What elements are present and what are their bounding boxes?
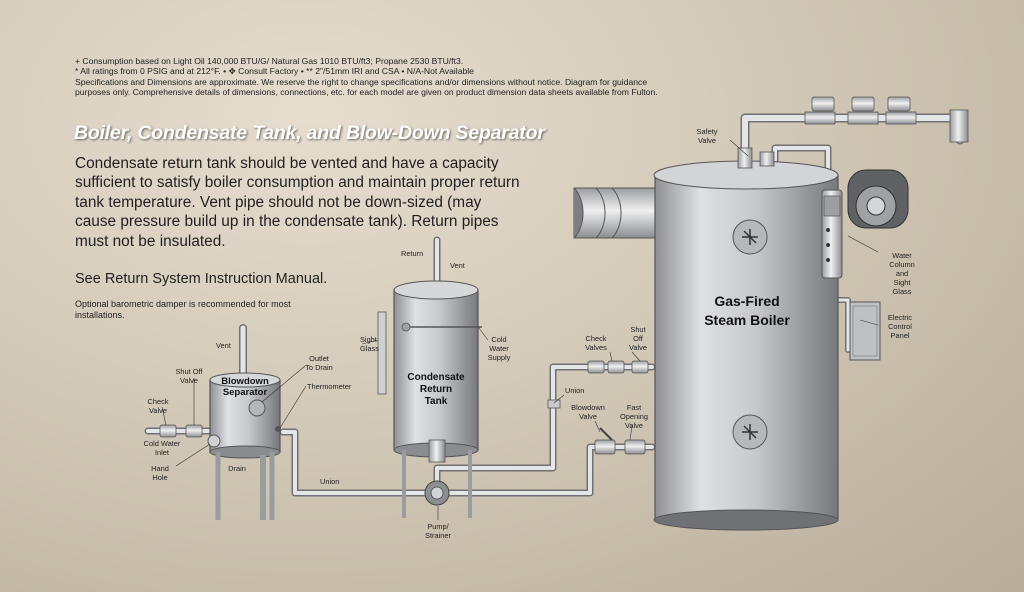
sep-title-1: Blowdown	[221, 376, 269, 387]
label-sight-glass-1: Sight	[360, 335, 377, 344]
label-shutoff-r-2: Off	[633, 334, 644, 343]
spec-notes: + Consumption based on Light Oil 140,000…	[75, 56, 665, 98]
label-cold-water-supply-3: Supply	[488, 353, 511, 362]
label-water-column-2: Column	[889, 260, 914, 269]
label-electric-panel-1: Electric	[888, 313, 913, 322]
label-water-column-5: Glass	[893, 287, 912, 296]
label-cold-water-inlet-2: Inlet	[155, 448, 169, 457]
label-cold-water-supply-1: Cold	[491, 335, 506, 344]
label-hand-hole-1: Hand	[151, 464, 169, 473]
section-title: Boiler, Condensate Tank, and Blow-Down S…	[74, 122, 545, 144]
flue-duct	[573, 187, 657, 239]
label-vent-sep: Vent	[216, 341, 231, 350]
label-outlet-drain-2: To Drain	[305, 363, 333, 372]
label-electric-panel-3: Panel	[891, 331, 910, 340]
tank-title-1: Condensate	[407, 372, 465, 383]
label-cold-water-inlet-1: Cold Water	[144, 439, 181, 448]
label-union-r: Union	[565, 386, 584, 395]
label-shutoff-l-2: Valve	[180, 376, 198, 385]
label-shutoff-r-3: Valve	[629, 343, 647, 352]
label-blowdown-valve-1: Blowdown	[571, 403, 605, 412]
label-fast-opening-1: Fast	[627, 403, 641, 412]
label-check-valves-1: Check	[586, 334, 607, 343]
note-consumption: + Consumption based on Light Oil 140,000…	[75, 56, 464, 66]
safety-valve	[737, 147, 775, 169]
label-electric-panel-2: Control	[888, 322, 912, 331]
label-sight-glass-2: Glass	[360, 344, 379, 353]
label-vent-tank: Vent	[450, 261, 465, 270]
label-shutoff-l-1: Shut Off	[176, 367, 204, 376]
body-text: Condensate return tank should be vented …	[75, 155, 520, 250]
diagram-labels: Safety Valve Water Column and Sight Glas…	[144, 127, 915, 540]
label-drain: Drain	[228, 464, 246, 473]
label-fast-opening-3: Valve	[625, 421, 643, 430]
label-fast-opening-2: Opening	[620, 412, 648, 421]
label-safety-valve-1: Safety	[697, 127, 718, 136]
label-shutoff-r-1: Shut	[630, 325, 645, 334]
label-check-valves-2: Valves	[585, 343, 607, 352]
see-manual-text: See Return System Instruction Manual.	[75, 271, 328, 287]
label-safety-valve-2: Valve	[698, 136, 716, 145]
leader-lines	[161, 139, 879, 520]
label-outlet-drain-1: Outlet	[309, 354, 329, 363]
tank-title-2: Return	[420, 384, 452, 395]
sep-title-2: Separator	[223, 387, 268, 398]
boiler-feed-valves	[547, 360, 649, 455]
note-ratings: * All ratings from 0 PSIG and at 212°F. …	[75, 66, 474, 77]
label-water-column-3: and	[896, 269, 908, 278]
tank-title-3: Tank	[425, 396, 448, 407]
label-union-bottom: Union	[320, 477, 339, 486]
label-check-valve-l-1: Check	[148, 397, 169, 406]
optional-damper-note: Optional barometric damper is recommende…	[75, 299, 291, 320]
label-pump-strainer-1: Pump/	[427, 522, 449, 531]
label-water-column-4: Sight	[894, 278, 911, 287]
boiler-title-2: Steam Boiler	[704, 312, 790, 328]
label-pump-strainer-2: Strainer	[425, 531, 451, 540]
label-water-column-1: Water	[892, 251, 912, 260]
note-specifications: Specifications and Dimensions are approx…	[75, 76, 658, 98]
steam-boiler: Gas-Fired Steam Boiler	[653, 160, 839, 531]
label-thermometer: Thermometer	[307, 382, 352, 391]
label-cold-water-supply-2: Water	[489, 344, 509, 353]
electric-control-panel	[849, 301, 881, 361]
label-return: Return	[401, 249, 423, 258]
top-valves	[804, 96, 969, 143]
label-blowdown-valve-2: Valve	[579, 412, 597, 421]
boiler-title-1: Gas-Fired	[714, 293, 779, 309]
burner-housing	[847, 169, 909, 229]
blowdown-separator: Blowdown Separator	[207, 372, 281, 520]
condensate-tank: Condensate Return Tank	[377, 280, 482, 518]
water-column	[821, 189, 843, 279]
label-check-valve-l-2: Valve	[149, 406, 167, 415]
pump-strainer	[424, 439, 450, 506]
label-hand-hole-2: Hole	[152, 473, 167, 482]
